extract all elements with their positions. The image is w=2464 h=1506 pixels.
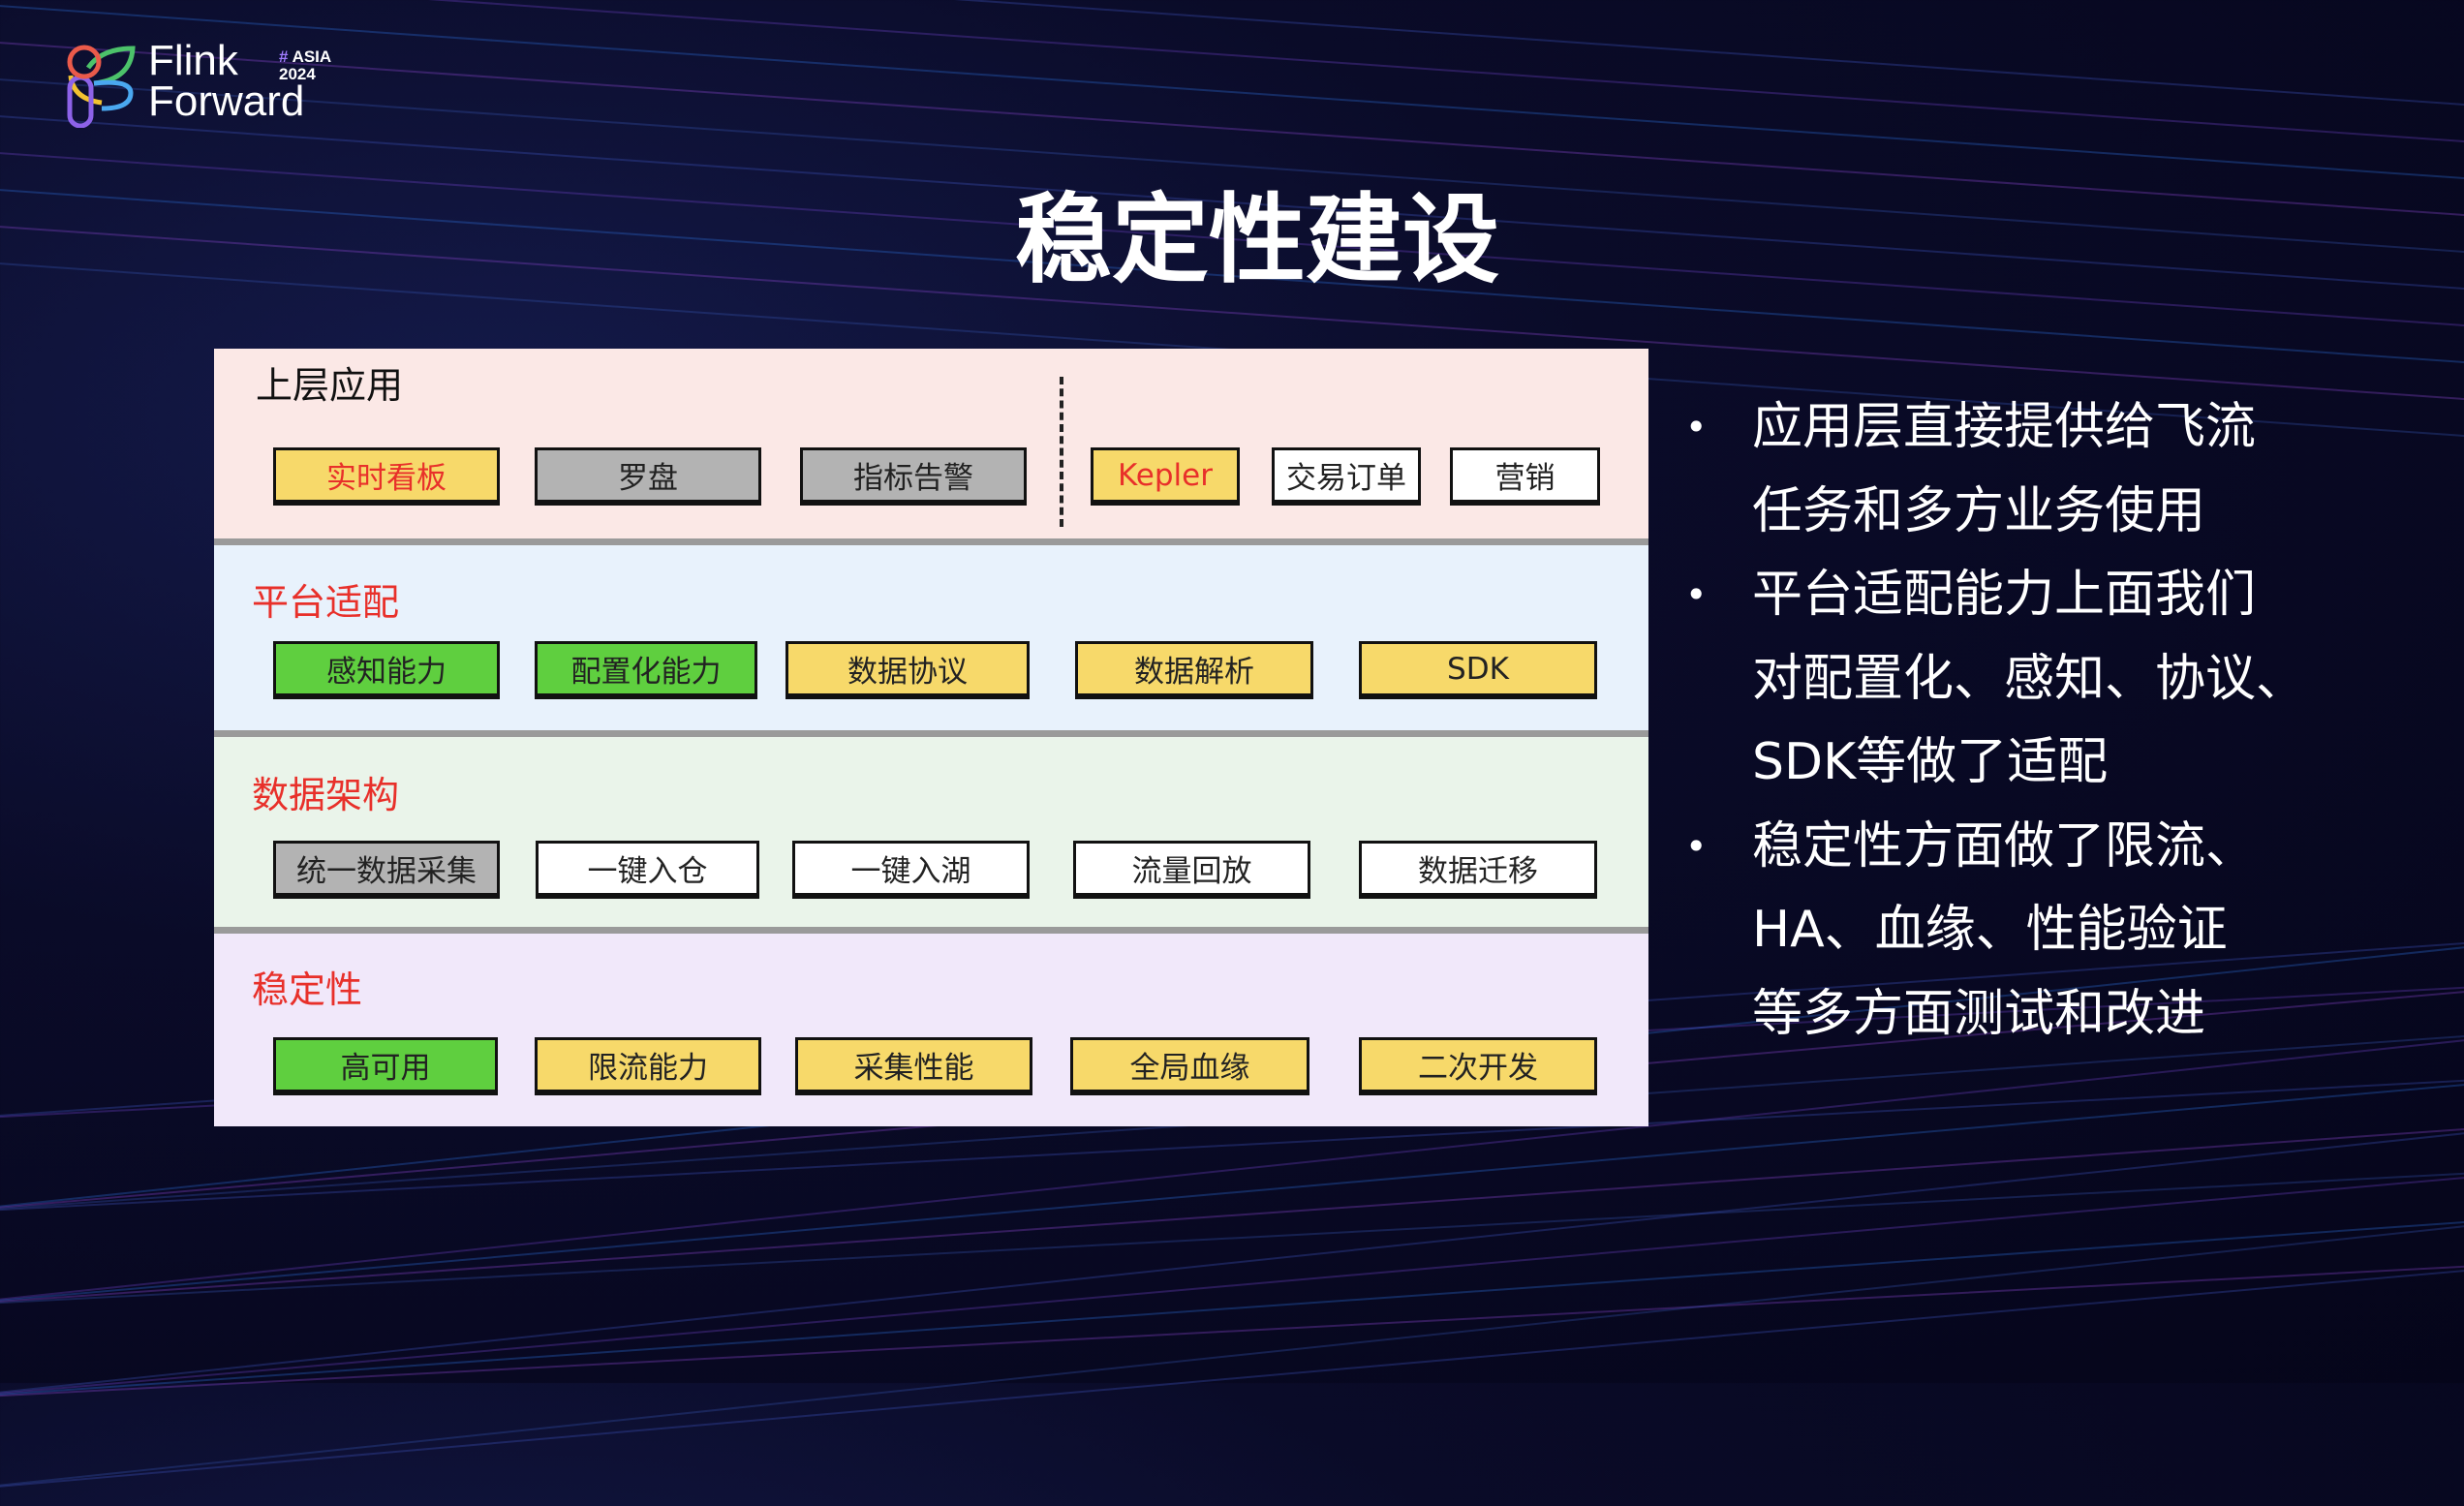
component-box: Kepler <box>1091 447 1240 506</box>
component-label: 全局血缘 <box>1129 1051 1250 1086</box>
component-box: 营销 <box>1450 447 1600 506</box>
component-label: 统一数据采集 <box>296 854 477 889</box>
component-label: 数据迁移 <box>1418 854 1538 889</box>
component-label: Kepler <box>1118 457 1213 493</box>
component-box: 限流能力 <box>535 1037 761 1095</box>
bullet-dot-icon: • <box>1685 573 1708 616</box>
logo-year: 2024 <box>279 65 316 83</box>
component-label: 一键入仓 <box>587 854 708 889</box>
flink-logo-icon <box>67 45 136 128</box>
bullet-text: 对配置化、感知、协议、 <box>1752 649 2307 708</box>
logo-region: ASIA <box>292 47 332 66</box>
component-box: 罗盘 <box>535 447 761 506</box>
component-box: 一键入湖 <box>792 841 1030 899</box>
section-label: 数据架构 <box>252 774 400 816</box>
section-label: 上层应用 <box>256 364 404 407</box>
component-box: 指标告警 <box>800 447 1027 506</box>
component-label: 采集性能 <box>853 1051 974 1086</box>
section-divider <box>214 730 1648 737</box>
component-label: 营销 <box>1494 461 1555 496</box>
section-stability <box>214 934 1648 1126</box>
logo-line1: Flink <box>148 37 238 84</box>
dashed-divider <box>1060 377 1063 527</box>
component-box: 一键入仓 <box>536 841 759 899</box>
slide-title: 稳定性建设 <box>1015 183 1499 296</box>
flink-forward-logo: Flink Forward # ASIA 2024 <box>63 37 354 133</box>
component-box: 统一数据采集 <box>273 841 500 899</box>
bullet-item: • 应用层直接提供给飞流 <box>1685 385 2421 470</box>
bullet-text: HA、血缘、性能验证 <box>1752 901 2228 959</box>
bullet-text: 平台适配能力上面我们 <box>1752 566 2257 624</box>
bullet-dot-icon: • <box>1685 824 1708 868</box>
component-label: 罗盘 <box>618 461 678 496</box>
component-label: 实时看板 <box>326 461 447 496</box>
section-application-layer <box>214 349 1648 538</box>
section-divider <box>214 927 1648 934</box>
component-box: 采集性能 <box>795 1037 1032 1095</box>
component-box: 数据解析 <box>1075 641 1313 699</box>
component-label: 交易订单 <box>1286 461 1406 496</box>
component-box: 流量回放 <box>1073 841 1310 899</box>
component-label: 指标告警 <box>853 461 973 496</box>
section-platform-adaptation <box>214 545 1648 730</box>
component-label: 数据协议 <box>847 655 968 690</box>
bullet-item: • 稳定性方面做了限流、 <box>1685 805 2421 889</box>
bullet-continuation: 任务和多方业务使用 <box>1685 470 2421 554</box>
component-label: 配置化能力 <box>570 655 722 690</box>
bullet-continuation: SDK等做了适配 <box>1685 721 2421 805</box>
component-box: 交易订单 <box>1272 447 1421 506</box>
component-label: 流量回放 <box>1131 854 1252 889</box>
bullet-text: 稳定性方面做了限流、 <box>1752 816 2257 876</box>
component-label: SDK <box>1447 651 1509 687</box>
bullet-list: • 应用层直接提供给飞流任务和多方业务使用 • 平台适配能力上面我们对配置化、感知、协… <box>1685 385 2421 1056</box>
component-box: 高可用 <box>273 1037 498 1095</box>
bullet-dot-icon: • <box>1685 406 1708 448</box>
section-label: 稳定性 <box>252 968 363 1011</box>
bullet-item: • 平台适配能力上面我们 <box>1685 553 2421 637</box>
component-box: 数据迁移 <box>1359 841 1597 899</box>
logo-line2: Forward <box>148 77 305 125</box>
component-label: 一键入湖 <box>850 854 971 889</box>
component-box: SDK <box>1359 641 1597 699</box>
component-box: 数据协议 <box>785 641 1030 699</box>
logo-hash: # <box>279 47 289 66</box>
component-label: 高可用 <box>340 1051 431 1086</box>
component-label: 二次开发 <box>1418 1051 1538 1086</box>
component-box: 实时看板 <box>273 447 500 506</box>
component-label: 数据解析 <box>1134 655 1254 690</box>
bullet-text: 等多方面测试和改进 <box>1752 984 2206 1043</box>
component-box: 配置化能力 <box>535 641 757 699</box>
background-streak <box>0 0 2464 197</box>
bullet-text: 应用层直接提供给飞流 <box>1752 398 2257 456</box>
component-label: 感知能力 <box>326 655 447 690</box>
component-box: 二次开发 <box>1359 1037 1597 1095</box>
component-box: 全局血缘 <box>1070 1037 1309 1095</box>
component-label: 限流能力 <box>588 1051 708 1086</box>
bullet-continuation: 对配置化、感知、协议、 <box>1685 637 2421 722</box>
component-box: 感知能力 <box>273 641 500 699</box>
section-divider <box>214 538 1648 545</box>
bullet-continuation: 等多方面测试和改进 <box>1685 972 2421 1057</box>
bullet-text: 任务和多方业务使用 <box>1752 481 2206 540</box>
bullet-continuation: HA、血缘、性能验证 <box>1685 888 2421 972</box>
section-label: 平台适配 <box>252 581 400 624</box>
bullet-text: SDK等做了适配 <box>1752 733 2109 791</box>
